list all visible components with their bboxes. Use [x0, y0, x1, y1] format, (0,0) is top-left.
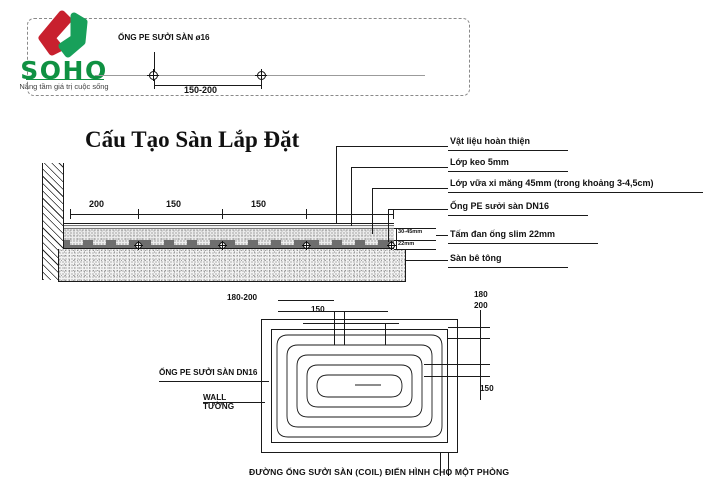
section-dimension-line [70, 214, 394, 215]
plan-top-dim-0: 180-200 [227, 293, 258, 302]
plan-coil-pipe [276, 334, 443, 438]
plan-pipe-leader [159, 381, 269, 382]
layer-finish-material [64, 223, 394, 226]
layer-label-4: Tấm đan ống slim 22mm [450, 229, 556, 239]
section-dimension-0: 200 [89, 199, 105, 209]
section-pipe-0 [134, 240, 143, 250]
panel-notch [93, 240, 106, 245]
plan-dim-leader-b1 [385, 323, 386, 345]
layer-label-underline-0 [448, 150, 568, 151]
pipe-leader-vertical [154, 52, 155, 76]
top-detail-dashed-frame [27, 18, 470, 96]
plan-caption: ĐƯỜNG ỐNG SƯỞI SÀN (COIL) ĐIỂN HÌNH CHO … [249, 467, 510, 477]
layer-label-underline-5 [448, 267, 568, 268]
thickness-leader-0 [394, 228, 436, 229]
section-pipe-2 [302, 240, 311, 250]
plan-dim-line-right-2 [424, 364, 490, 365]
page-title: Cấu Tạo Sàn Lắp Đặt [85, 127, 300, 152]
plan-wall-label-en: WALL [203, 393, 227, 402]
plan-top-dim-1: 150 [311, 305, 325, 314]
plan-dim-extension-bottom-0 [440, 452, 441, 476]
layer-label-3: Ống PE sưởi sàn DN16 [450, 201, 549, 211]
top-pipe-label: ỐNG PE SƯỞI SÀN ø16 [118, 33, 210, 42]
plan-wall-label-vi: TƯỜNG [203, 402, 235, 411]
spacing-tick-left [154, 79, 155, 89]
plan-dim-line-right-1 [448, 338, 490, 339]
plan-wall-leader [203, 402, 265, 403]
plan-dim-line-top-0 [278, 311, 388, 312]
layer-label-1: Lớp keo 5mm [450, 157, 509, 167]
panel-notch [365, 240, 378, 245]
panel-notch [116, 240, 129, 245]
layer-cement-mortar [64, 229, 394, 240]
leader-v-pipe [388, 209, 389, 242]
spacing-tick-right [261, 79, 262, 89]
soho-tagline: Nâng tầm giá trị cuộc sống [19, 82, 109, 91]
pipe-marker-left [147, 69, 159, 81]
leader-h-glue [351, 167, 448, 168]
section-pipe-1 [218, 240, 227, 250]
leader-h-concrete [406, 260, 448, 261]
logo-underline [26, 79, 104, 80]
soho-logo: SOHO Nâng tầm giá trị cuộc sống [12, 8, 116, 96]
thickness-leader-1 [394, 240, 436, 241]
plan-dim-line-right-0 [448, 327, 490, 328]
layer-label-underline-3 [448, 215, 588, 216]
layer-label-underline-1 [448, 171, 568, 172]
section-dim-tick-3 [306, 209, 307, 219]
panel-notch [197, 240, 210, 245]
section-dim-tick-1 [138, 209, 139, 219]
leader-h-finish [336, 146, 448, 147]
plan-pipe-label: ỐNG PE SƯỞI SÀN DN16 [159, 368, 258, 377]
panel-notch [174, 240, 187, 245]
section-pipe-3 [387, 240, 396, 250]
plan-dim-line-top-1 [303, 323, 399, 324]
plan-dim-line-right-3 [424, 376, 490, 377]
thickness-tick-1 [396, 240, 397, 249]
soho-logo-mark [38, 10, 88, 58]
plan-dim-extension-bottom-1 [448, 452, 449, 476]
plan-right-dim-1: 200 [474, 301, 488, 310]
panel-notch [258, 240, 271, 245]
leader-h-mortar [372, 188, 448, 189]
plan-right-dim-0: 180 [474, 290, 488, 299]
plan-dim-line-top-0b [278, 300, 334, 301]
panel-notch [151, 240, 164, 245]
layer-label-5: Sàn bê tông [450, 253, 502, 263]
layer-label-underline-4 [448, 243, 598, 244]
section-dimension-2: 150 [251, 199, 267, 209]
plan-dim-leader-a1 [334, 311, 335, 345]
panel-notch [319, 240, 332, 245]
leader-h-pipe [388, 209, 448, 210]
layer-slim-panel [64, 240, 394, 249]
panel-notch [235, 240, 248, 245]
spacing-dimension-line [154, 85, 262, 86]
leader-v-glue [351, 167, 352, 226]
panel-notch [70, 240, 83, 245]
plan-dim-extension-right [480, 310, 481, 400]
thickness-tick-0 [396, 228, 397, 240]
leader-v-mortar [372, 188, 373, 234]
leader-v-finish [336, 146, 337, 223]
section-dim-tick-4 [393, 209, 394, 219]
spacing-dimension-value: 150-200 [184, 85, 218, 95]
layer-glue [64, 226, 394, 229]
plan-right-dim-2: 150 [480, 384, 494, 393]
section-dimension-1: 150 [166, 199, 182, 209]
layer-concrete-slab [58, 249, 406, 282]
plan-room-interior [271, 329, 448, 443]
thickness-note-0: 30-45mm [398, 229, 423, 235]
layer-label-underline-2 [448, 192, 703, 193]
section-dim-tick-0 [70, 209, 71, 219]
soho-logo-text: SOHO [20, 56, 108, 85]
panel-notch [342, 240, 355, 245]
plan-dim-leader-a2 [344, 311, 345, 345]
section-dim-tick-2 [222, 209, 223, 219]
layer-label-0: Vật liệu hoàn thiện [450, 136, 531, 146]
layer-label-2: Lớp vữa xi măng 45mm (trong khoảng 3-4,5… [450, 178, 654, 188]
panel-notch [281, 240, 294, 245]
thickness-note-1: 22mm [398, 240, 415, 247]
leader-h-panel [436, 235, 448, 236]
thickness-leader-2 [394, 249, 436, 250]
